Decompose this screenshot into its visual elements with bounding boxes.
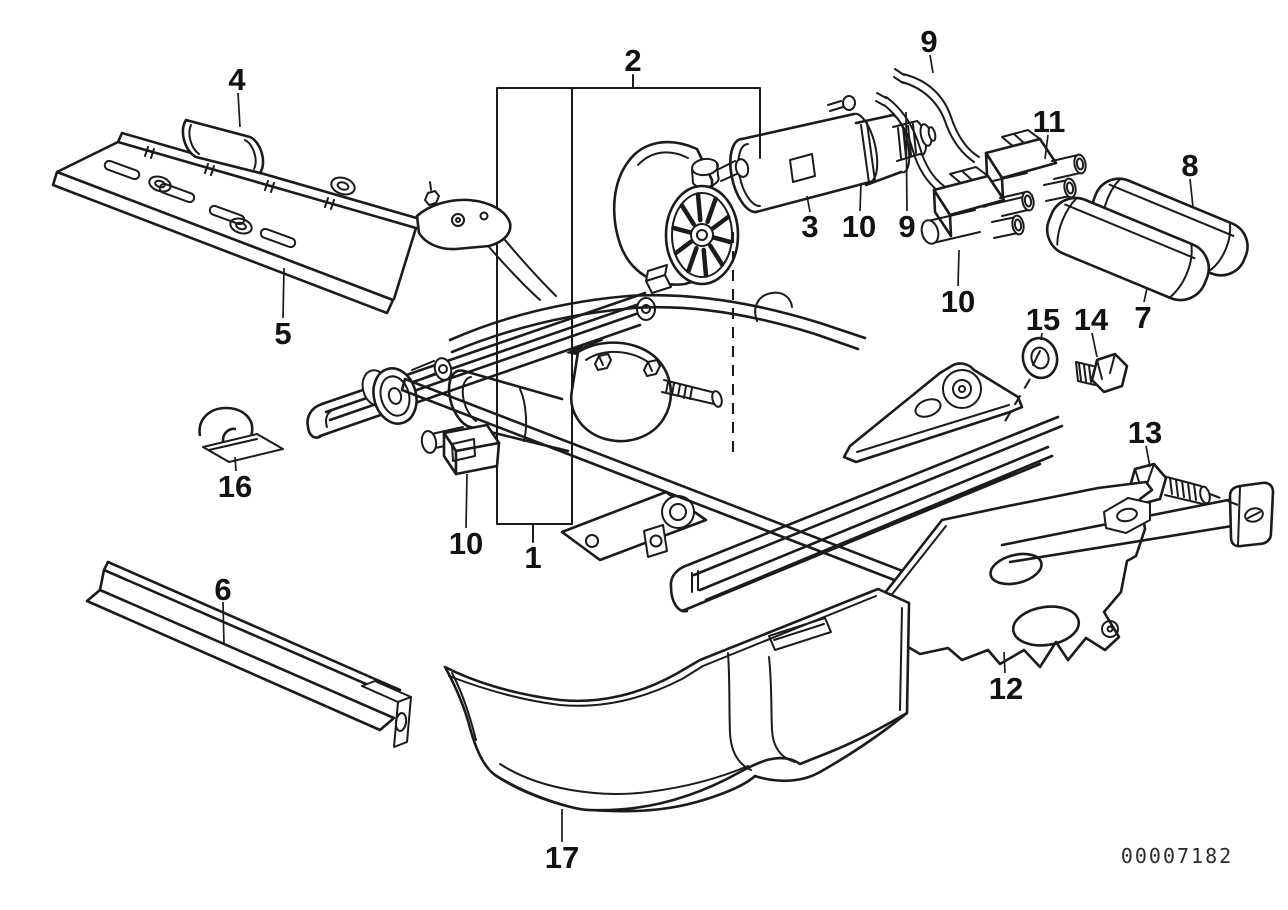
callout-15: 15 [1026,302,1060,337]
callout-1: 1 [524,540,541,575]
callout-12: 12 [989,671,1023,706]
callout-10a: 10 [842,209,876,244]
callout-4: 4 [228,62,246,97]
part-4-roller [181,118,265,175]
part-9-cables [875,68,980,192]
callout-17: 17 [545,840,579,875]
callout-bracket-lines [496,74,761,543]
callout-16: 16 [218,469,252,504]
part-7-pad [1045,196,1211,302]
callout-2: 2 [624,43,641,78]
part-16-clip [198,406,284,463]
callout-9a: 9 [920,24,937,59]
callout-leader-lines [222,54,1194,842]
callout-10c: 10 [449,526,483,561]
callout-10b: 10 [941,284,975,319]
callout-7: 7 [1134,300,1151,335]
part-17-trim-shell [443,587,911,813]
part-6-angle-strip [85,560,412,748]
part-10-front-clamp [420,423,501,476]
assembly-axis-lines [731,232,1239,506]
callout-3: 3 [801,209,818,244]
callout-14: 14 [1074,302,1109,337]
callout-8: 8 [1181,148,1198,183]
part-10-mount-center [920,166,1035,245]
part-5-slotted-plate [51,131,557,315]
callout-13: 13 [1128,415,1162,450]
callout-5: 5 [274,316,291,351]
callout-labels: 1 2 3 4 5 6 7 8 9 9 10 10 10 11 12 13 14… [214,24,1198,875]
gear-wheel [664,184,740,286]
callout-9b: 9 [898,209,915,244]
callout-6: 6 [214,572,231,607]
part-14-bolt [1075,352,1129,394]
part-15-washer [1021,336,1059,380]
image-code: 00007182 [1121,844,1233,868]
callout-11: 11 [1033,104,1066,139]
part-12-floor-bracket [868,480,1275,669]
part-3-motor-drive [566,95,937,356]
